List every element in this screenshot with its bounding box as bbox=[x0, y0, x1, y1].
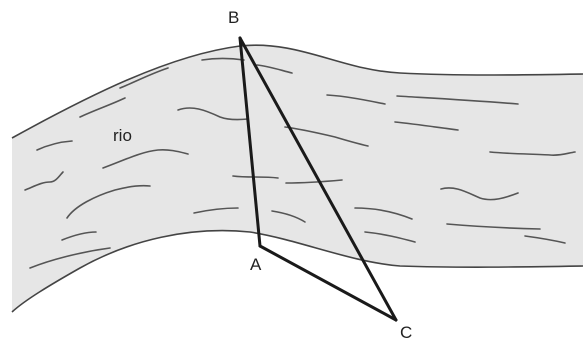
ripple bbox=[232, 175, 279, 179]
ripple bbox=[396, 95, 519, 105]
ripple bbox=[394, 121, 459, 131]
ripple bbox=[489, 151, 576, 156]
ripple bbox=[271, 210, 306, 223]
ripple bbox=[285, 179, 343, 184]
ripple bbox=[119, 67, 169, 89]
ripple bbox=[364, 231, 416, 243]
ripple bbox=[284, 126, 369, 147]
ripple bbox=[193, 207, 239, 214]
triangle-abc bbox=[238, 36, 398, 322]
segment-ac bbox=[258, 244, 398, 322]
ripple bbox=[61, 231, 97, 241]
ripple bbox=[440, 187, 519, 201]
segment-bc bbox=[238, 36, 398, 322]
vertex-label-c: C bbox=[400, 323, 412, 342]
ripple bbox=[524, 235, 566, 244]
ripple bbox=[24, 171, 64, 191]
segment-ab bbox=[238, 36, 262, 248]
ripple bbox=[66, 184, 151, 219]
river-edge-top bbox=[11, 44, 583, 139]
ripple bbox=[201, 57, 245, 61]
river-label: rio bbox=[113, 126, 132, 145]
water-ripples bbox=[24, 57, 576, 269]
ripple bbox=[326, 94, 386, 105]
river-edge-bottom bbox=[11, 229, 583, 313]
ripple bbox=[36, 140, 73, 151]
ripple bbox=[177, 107, 249, 121]
vertex-label-a: A bbox=[250, 255, 262, 274]
ripple bbox=[256, 64, 293, 74]
vertex-label-b: B bbox=[228, 8, 239, 27]
ripple bbox=[446, 223, 541, 230]
ripple bbox=[79, 97, 126, 118]
ripple bbox=[354, 207, 413, 220]
ripple bbox=[29, 247, 111, 269]
river-band bbox=[12, 45, 583, 312]
ripple bbox=[102, 149, 189, 169]
